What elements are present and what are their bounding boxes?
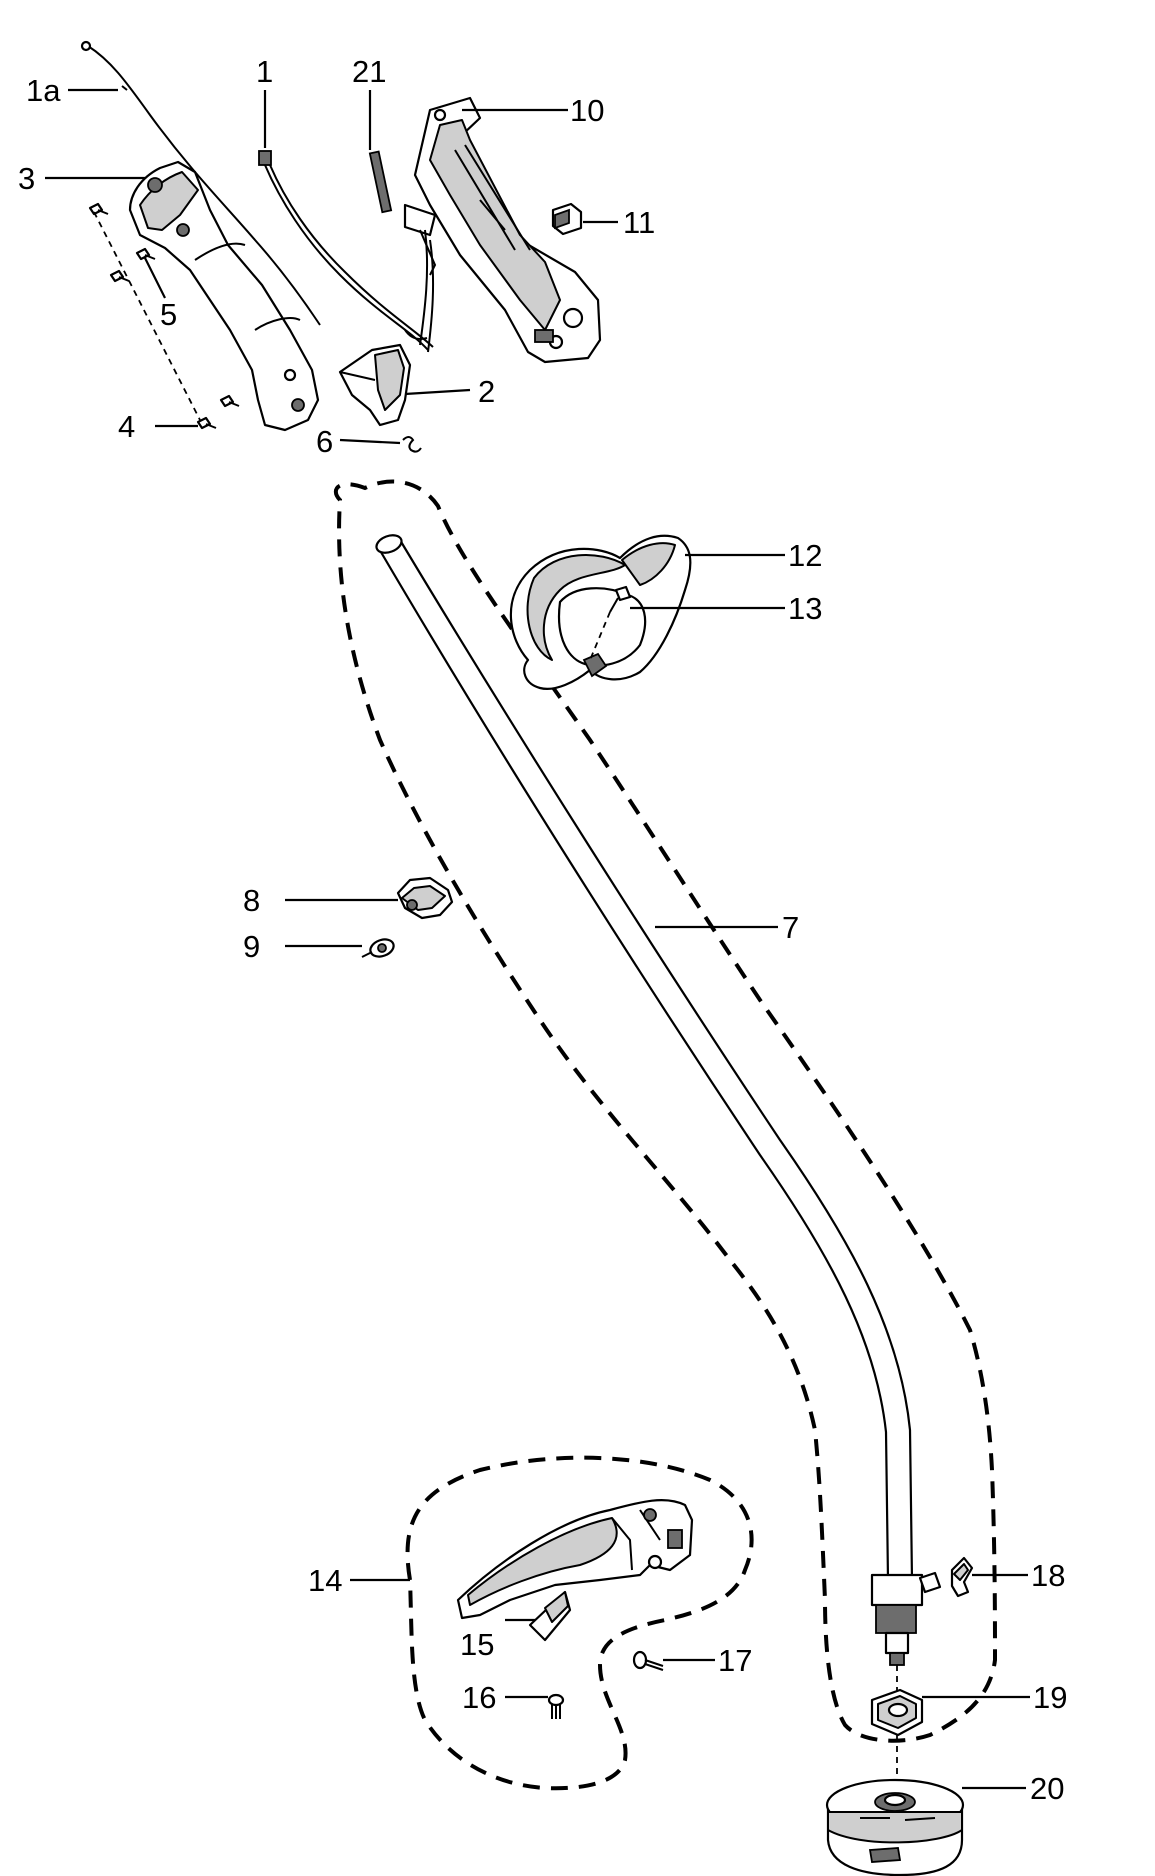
callout-1: 1 xyxy=(256,54,273,89)
callout-leaders xyxy=(45,88,1030,1790)
part-8-bracket[interactable] xyxy=(396,876,454,920)
callout-12: 12 xyxy=(788,538,822,573)
callout-6: 6 xyxy=(316,424,333,459)
part-16-screw[interactable] xyxy=(547,1693,565,1719)
callout-11: 11 xyxy=(623,205,655,240)
callout-16: 16 xyxy=(462,1680,496,1715)
part-15-line-cutter[interactable] xyxy=(528,1590,572,1642)
guard-assembly-outline xyxy=(405,1455,754,1791)
callout-1a: 1a xyxy=(26,73,61,108)
part-14-guard[interactable] xyxy=(456,1498,694,1620)
part-20-spool-head[interactable] xyxy=(825,1778,965,1876)
part-1a-throttle-cable[interactable] xyxy=(80,40,321,326)
part-2-trigger[interactable] xyxy=(338,343,412,427)
part-21-switch-lever[interactable] xyxy=(368,150,437,353)
part-1-wire-harness[interactable] xyxy=(258,150,434,351)
callout-19: 19 xyxy=(1033,1680,1067,1715)
callout-3: 3 xyxy=(18,161,35,196)
callout-21: 21 xyxy=(352,54,386,89)
part-3-motor-housing[interactable] xyxy=(128,160,320,432)
callout-14: 14 xyxy=(308,1563,342,1598)
part-17-screw[interactable] xyxy=(632,1650,664,1671)
callout-17: 17 xyxy=(718,1643,752,1678)
callout-18: 18 xyxy=(1031,1558,1065,1593)
part-12-assist-handle[interactable] xyxy=(509,534,692,690)
part-5-screws[interactable] xyxy=(88,202,156,283)
part-13-screw[interactable] xyxy=(609,585,632,613)
part-6-spring[interactable] xyxy=(402,436,422,453)
callout-7: 7 xyxy=(782,910,799,945)
part-11-switch[interactable] xyxy=(551,202,583,236)
part-9-knob[interactable] xyxy=(361,936,396,959)
part-10-handle-housing[interactable] xyxy=(413,96,602,364)
callout-5: 5 xyxy=(160,297,177,332)
part-7-shaft[interactable] xyxy=(374,532,942,1666)
part-19-nut[interactable] xyxy=(870,1688,924,1737)
callout-labels: 1a 1 21 10 3 11 5 2 4 6 12 13 8 7 9 18 1… xyxy=(18,54,1067,1806)
callout-13: 13 xyxy=(788,591,822,626)
callout-15: 15 xyxy=(460,1627,494,1662)
part-18-wing-nut[interactable] xyxy=(950,1556,974,1598)
callout-10: 10 xyxy=(570,93,604,128)
part-4-screws[interactable] xyxy=(196,394,240,430)
callout-8: 8 xyxy=(243,883,260,918)
callout-2: 2 xyxy=(478,374,495,409)
shaft-assembly-outline xyxy=(333,479,998,1743)
callout-9: 9 xyxy=(243,929,260,964)
callout-4: 4 xyxy=(118,409,135,444)
callout-20: 20 xyxy=(1030,1771,1064,1806)
